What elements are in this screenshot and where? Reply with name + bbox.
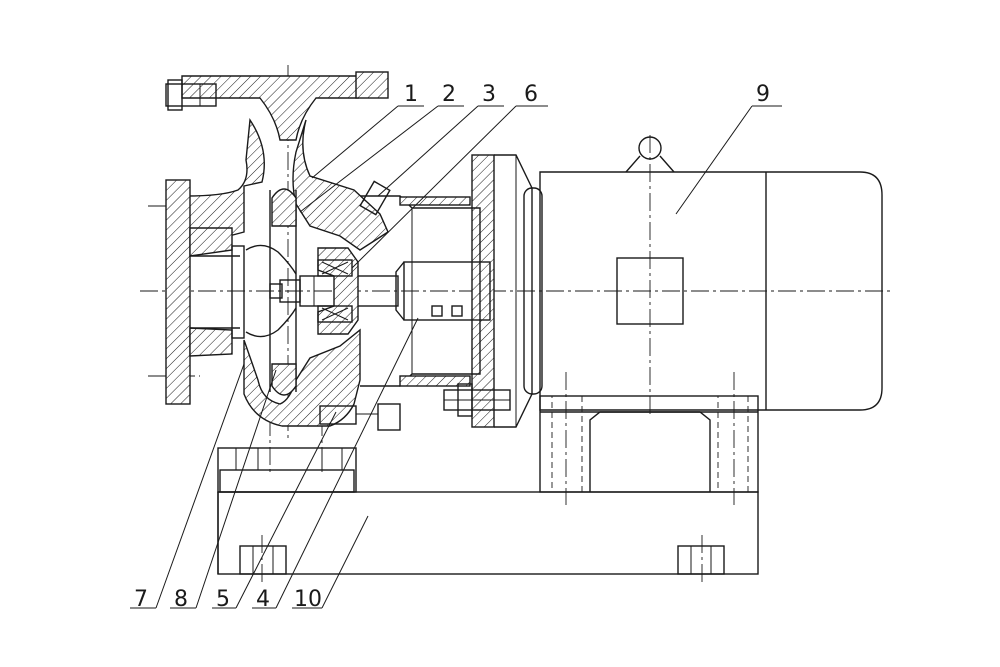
callout-7: 7	[134, 587, 148, 612]
callout-5: 5	[216, 587, 230, 612]
callout-8: 8	[174, 587, 188, 612]
motor	[471, 136, 883, 428]
pump-casing	[165, 71, 401, 431]
callout-3: 3	[482, 82, 496, 107]
motor-support	[539, 395, 759, 493]
callout-6: 6	[524, 82, 538, 107]
callout-1: 1	[404, 82, 418, 107]
callout-9: 9	[756, 82, 770, 107]
callout-10: 10	[294, 587, 322, 612]
base-plate	[217, 447, 759, 575]
callout-labels: 1 2 3 6 9 7 8 5 4 10	[134, 82, 770, 612]
leader-lines	[130, 105, 782, 609]
callout-2: 2	[442, 82, 456, 107]
callout-4: 4	[256, 587, 270, 612]
